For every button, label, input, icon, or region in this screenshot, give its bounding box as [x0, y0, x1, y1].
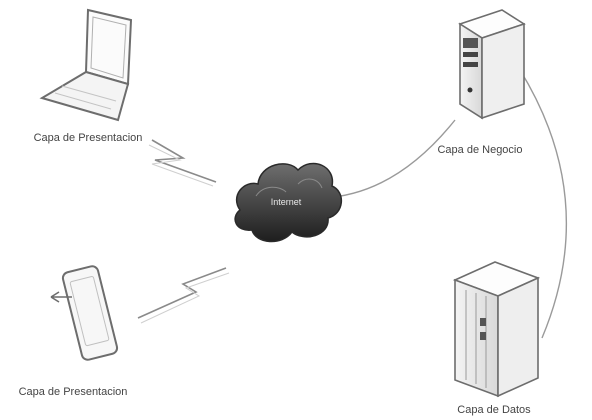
cloud-label: Internet: [271, 197, 302, 207]
link-business-data: [519, 69, 567, 339]
arrow-icon: [50, 291, 72, 303]
data-server-label: Capa de Datos: [457, 404, 531, 416]
server-icon: [458, 9, 526, 120]
server-rack-icon: [452, 261, 541, 398]
wireless-link-tablet: [137, 267, 230, 324]
laptop-icon: [39, 8, 133, 122]
laptop-label: Capa de Presentacion: [34, 132, 143, 144]
link-cloud-business: [321, 119, 456, 199]
business-server-label: Capa de Negocio: [437, 144, 522, 156]
tablet-icon: [50, 265, 119, 361]
wireless-link-laptop: [148, 139, 217, 187]
tablet-label: Capa de Presentacion: [19, 386, 128, 398]
cloud-icon: Internet: [234, 162, 342, 243]
